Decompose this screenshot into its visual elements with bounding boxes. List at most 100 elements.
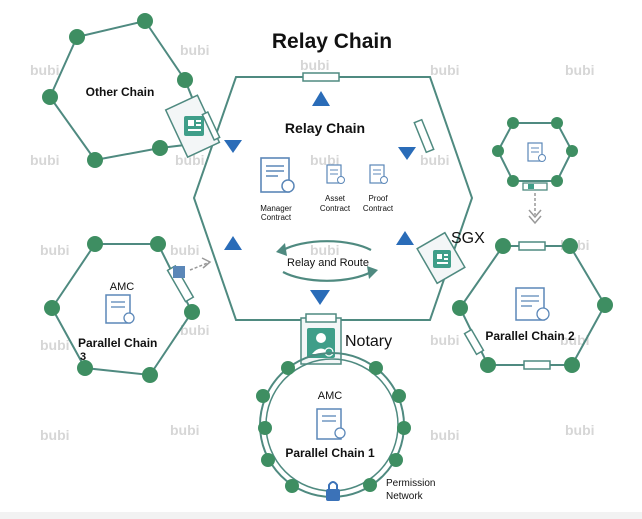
proof-label-1: Proof (368, 194, 388, 203)
contract-icon (105, 294, 135, 324)
small-chain-slot (522, 182, 548, 191)
node (69, 29, 85, 45)
contract-icon (316, 408, 346, 440)
node (87, 152, 103, 168)
arrowhead-icon (367, 266, 378, 279)
relay-chain-label: Relay Chain (285, 120, 365, 136)
node (363, 478, 377, 492)
node (452, 300, 468, 316)
chevron-right-icon (201, 257, 212, 269)
node (256, 389, 270, 403)
node (492, 145, 504, 157)
small-chain (492, 117, 578, 225)
node (184, 304, 200, 320)
sgx-label: SGX (451, 230, 485, 247)
watermark: bubi (40, 337, 70, 353)
parallel-chain-1: AMC Parallel Chain 1 Permission Network (256, 352, 435, 502)
top-gateway-slot (302, 72, 340, 82)
other-chain-label: Other Chain (86, 85, 155, 99)
manager-label-2: Contract (261, 213, 292, 222)
dashed-link (189, 261, 211, 271)
node (551, 117, 563, 129)
gateway-icon (528, 184, 534, 189)
proof-label-2: Contract (363, 204, 394, 213)
route-arrows (224, 91, 416, 305)
relay-route-label: Relay and Route (287, 257, 369, 269)
watermark: bubi (40, 427, 70, 443)
bottom-strip (0, 512, 642, 519)
parallel-3-label-num: 3 (80, 351, 86, 363)
cycle-arrow-icon (282, 271, 372, 282)
sgx-gateway: SGX (416, 230, 485, 285)
node (261, 453, 275, 467)
node (562, 238, 578, 254)
chevron-down-icon (528, 215, 542, 225)
diagram-title: Relay Chain (272, 30, 392, 53)
parallel-1-label: Parallel Chain 1 (285, 446, 375, 460)
parallel-2-slot (518, 241, 546, 251)
node (42, 89, 58, 105)
parallel-2-slot (463, 328, 485, 356)
contract-icon (527, 142, 546, 162)
arrow-down-icon (398, 147, 416, 160)
asset-label-1: Asset (325, 194, 346, 203)
other-chain-ring (48, 20, 212, 162)
permission-label-1: Permission (386, 478, 435, 489)
notary-label: Notary (345, 333, 392, 350)
node (177, 72, 193, 88)
node (281, 361, 295, 375)
node (507, 117, 519, 129)
watermark: bubi (30, 62, 60, 78)
node (77, 360, 93, 376)
watermark-layer: bubi bubi bubi bubi bubi bubi bubi bubi … (30, 42, 595, 443)
arrow-up-icon (224, 236, 242, 250)
contract-icon (326, 164, 345, 184)
manager-contract: Manager Contract (260, 157, 295, 222)
watermark: bubi (170, 422, 200, 438)
parallel-chain-2: Parallel Chain 2 (452, 238, 613, 373)
arrowhead-icon (276, 243, 287, 256)
watermark: bubi (310, 242, 340, 258)
node (397, 421, 411, 435)
arrow-down-icon (224, 140, 242, 153)
watermark: bubi (430, 332, 460, 348)
watermark: bubi (565, 62, 595, 78)
watermark: bubi (310, 152, 340, 168)
node (150, 236, 166, 252)
node (507, 175, 519, 187)
contract-icon (260, 157, 295, 193)
node (551, 175, 563, 187)
parallel-3-label: Parallel Chain (78, 336, 157, 350)
watermark: bubi (180, 322, 210, 338)
notary-gateway: Notary (300, 313, 392, 365)
watermark: bubi (30, 152, 60, 168)
watermark: bubi (420, 152, 450, 168)
node (566, 145, 578, 157)
relay-chain-hexagon (192, 76, 474, 321)
node (258, 421, 272, 435)
node (137, 13, 153, 29)
arrow-up-icon (396, 231, 414, 245)
chevron-down-icon (528, 209, 542, 219)
other-chain-gateway (164, 94, 221, 159)
manager-label-1: Manager (260, 204, 292, 213)
parallel-2-label: Parallel Chain 2 (485, 329, 575, 343)
node (87, 236, 103, 252)
right-gateway-slot (413, 118, 435, 154)
watermark: bubi (560, 332, 590, 348)
watermark: bubi (175, 152, 205, 168)
relay-route: Relay and Route (276, 240, 378, 282)
parallel-2-slot (523, 360, 551, 370)
contract-icon (369, 164, 388, 184)
other-chain: Other Chain (42, 13, 212, 168)
node (369, 361, 383, 375)
gateway-icon (173, 266, 185, 278)
watermark: bubi (170, 242, 200, 258)
watermark: bubi (180, 42, 210, 58)
node (389, 453, 403, 467)
parallel-chain-3: AMC Parallel Chain 3 (44, 236, 212, 383)
watermark: bubi (430, 62, 460, 78)
node (495, 238, 511, 254)
